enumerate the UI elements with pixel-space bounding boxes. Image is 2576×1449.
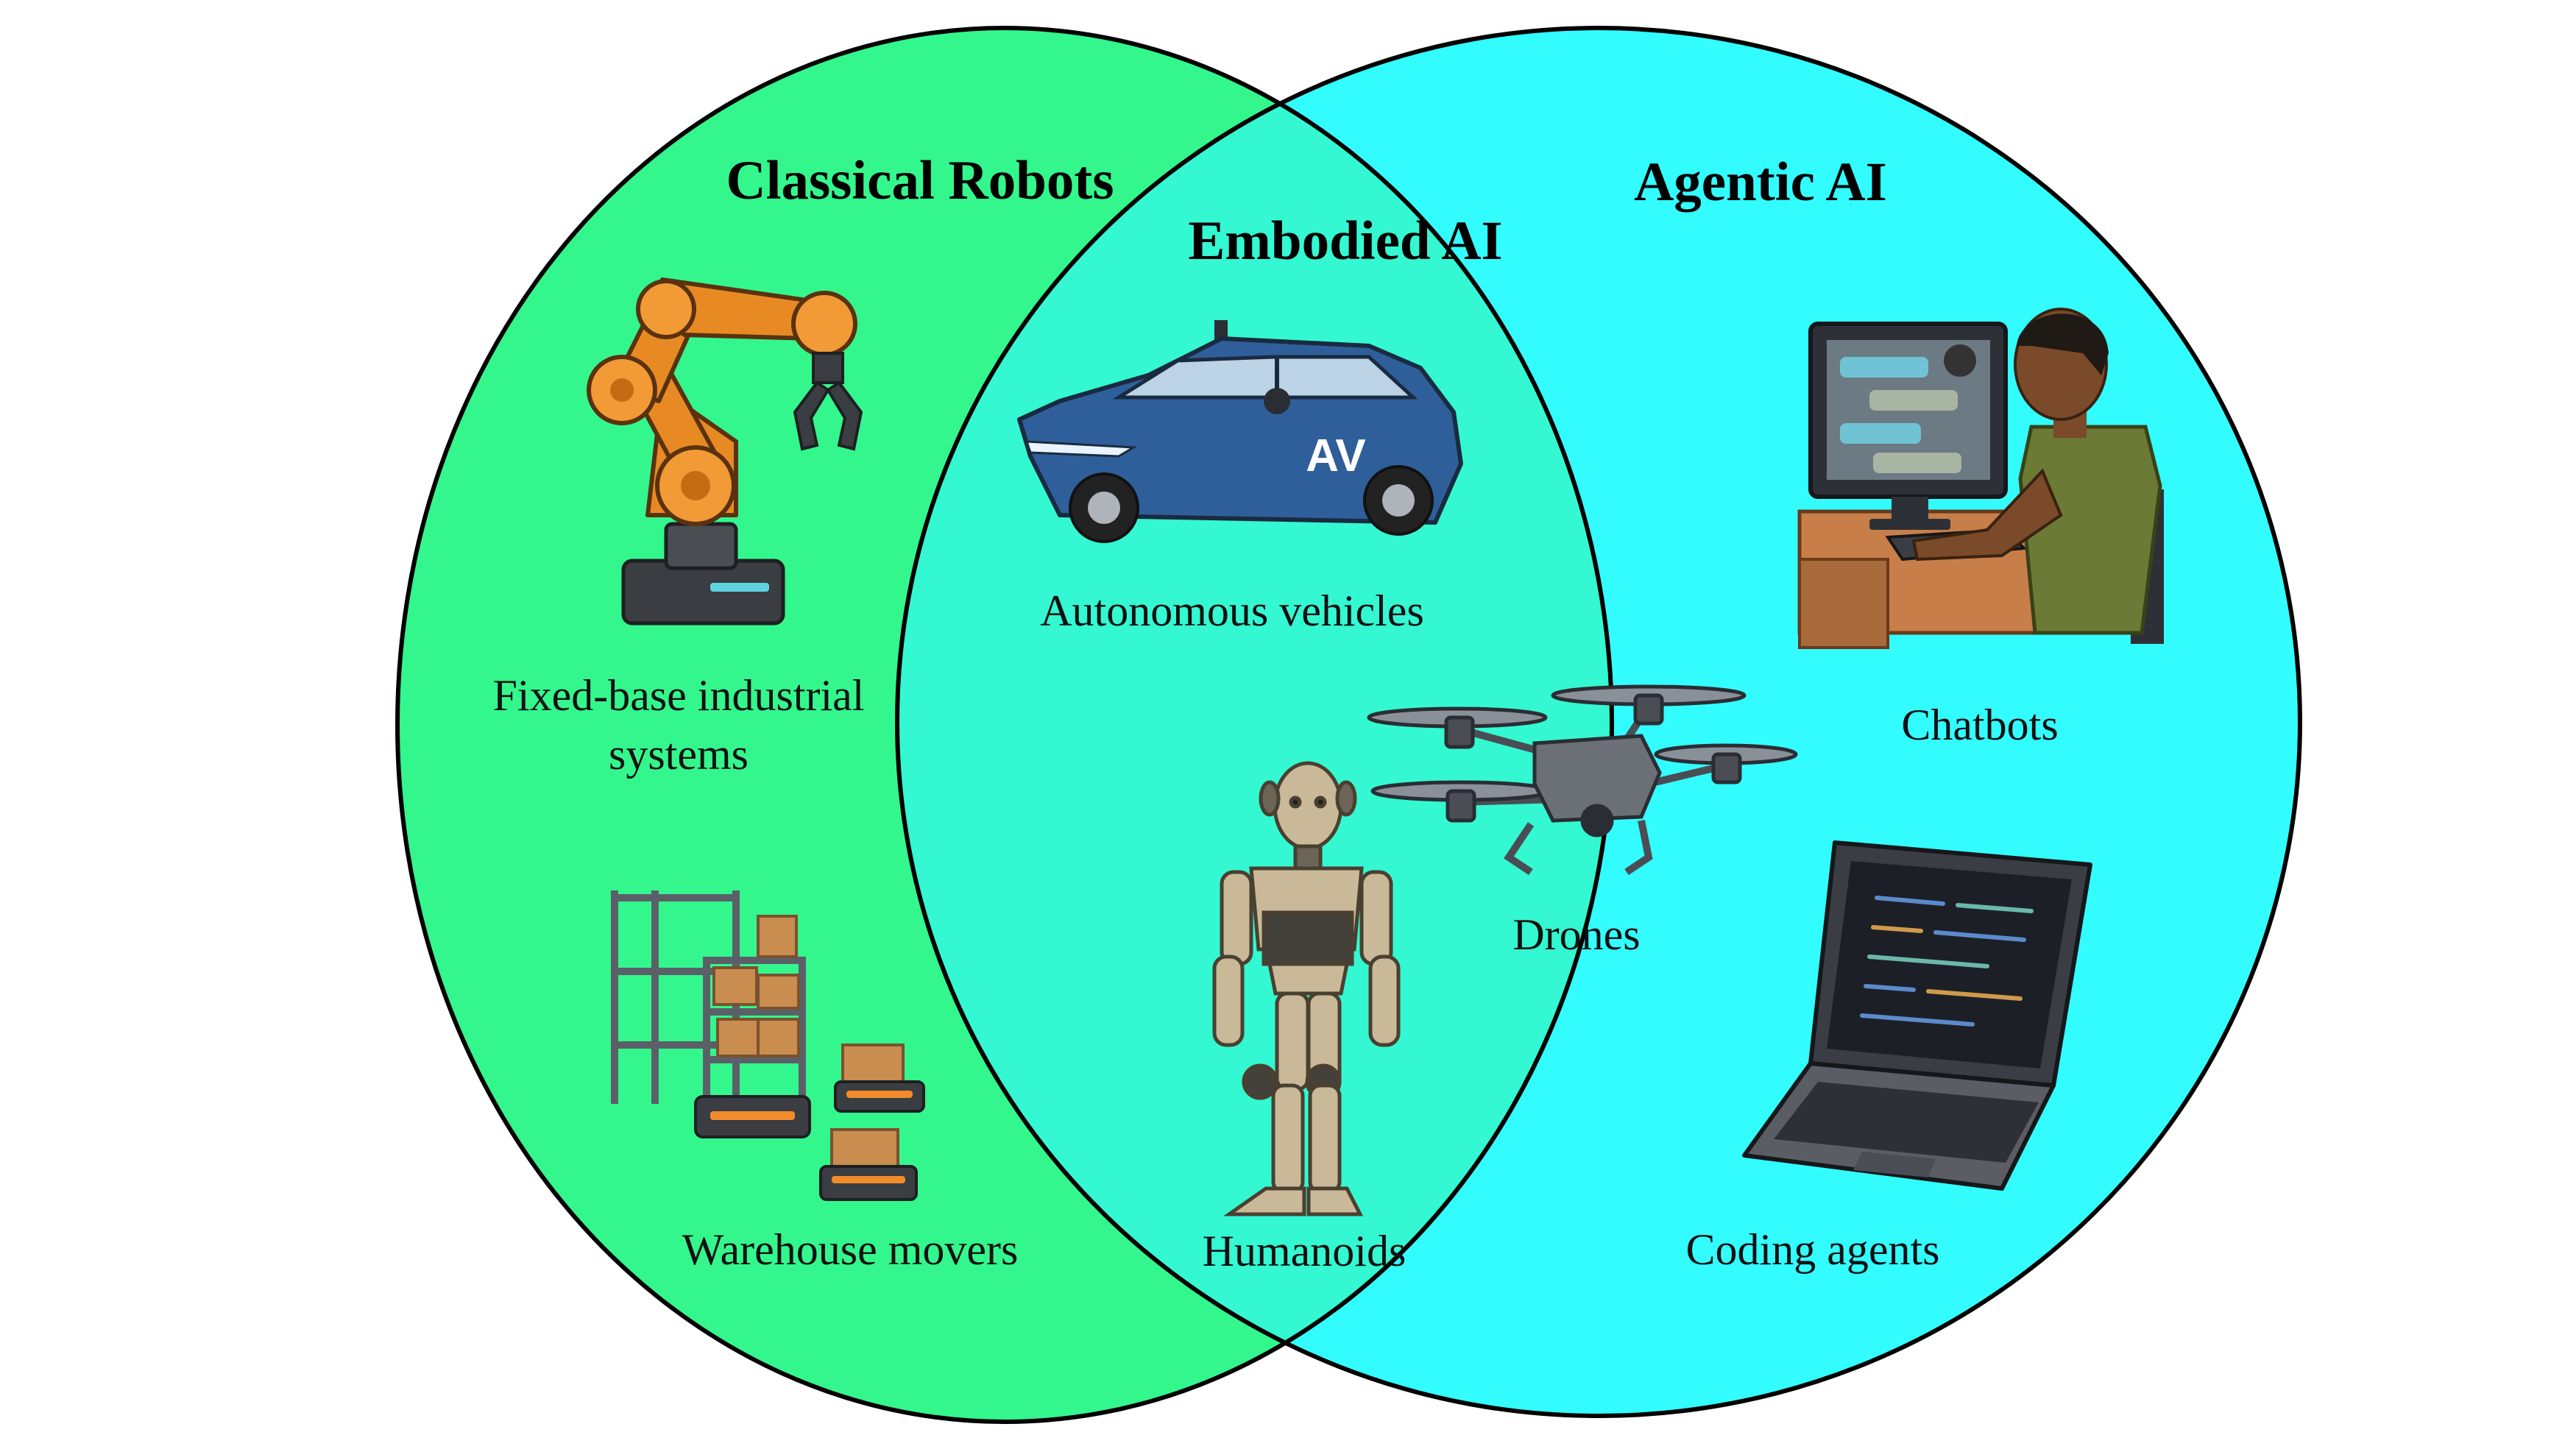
label-warehouse-movers: Warehouse movers xyxy=(682,1225,1019,1274)
label-fixed-base-line1: Fixed-base industrial xyxy=(493,671,865,720)
autonomous-vehicle-icon: AV xyxy=(1017,320,1463,543)
label-coding-agents: Coding agents xyxy=(1686,1225,1940,1274)
title-classical-robots: Classical Robots xyxy=(726,150,1114,211)
title-embodied-ai: Embodied AI xyxy=(1188,210,1502,272)
title-agentic-ai: Agentic AI xyxy=(1634,152,1887,213)
label-fixed-base-line2: systems xyxy=(609,730,749,779)
humanoid-robot-icon xyxy=(1212,761,1401,1216)
label-autonomous-vehicles: Autonomous vehicles xyxy=(1040,587,1424,635)
warehouse-robot-icon xyxy=(611,890,925,1201)
label-humanoids: Humanoids xyxy=(1203,1227,1406,1275)
av-badge: AV xyxy=(1306,431,1366,481)
laptop-code-icon xyxy=(1742,840,2092,1191)
venn-outline-right xyxy=(895,26,2302,1418)
venn-outline-left xyxy=(395,26,1614,1424)
robot-arm-icon xyxy=(587,277,863,626)
label-chatbots: Chatbots xyxy=(1901,701,2058,749)
chatbot-user-icon xyxy=(1797,308,2164,649)
drone-icon xyxy=(1367,684,1798,876)
label-drones: Drones xyxy=(1512,910,1640,959)
